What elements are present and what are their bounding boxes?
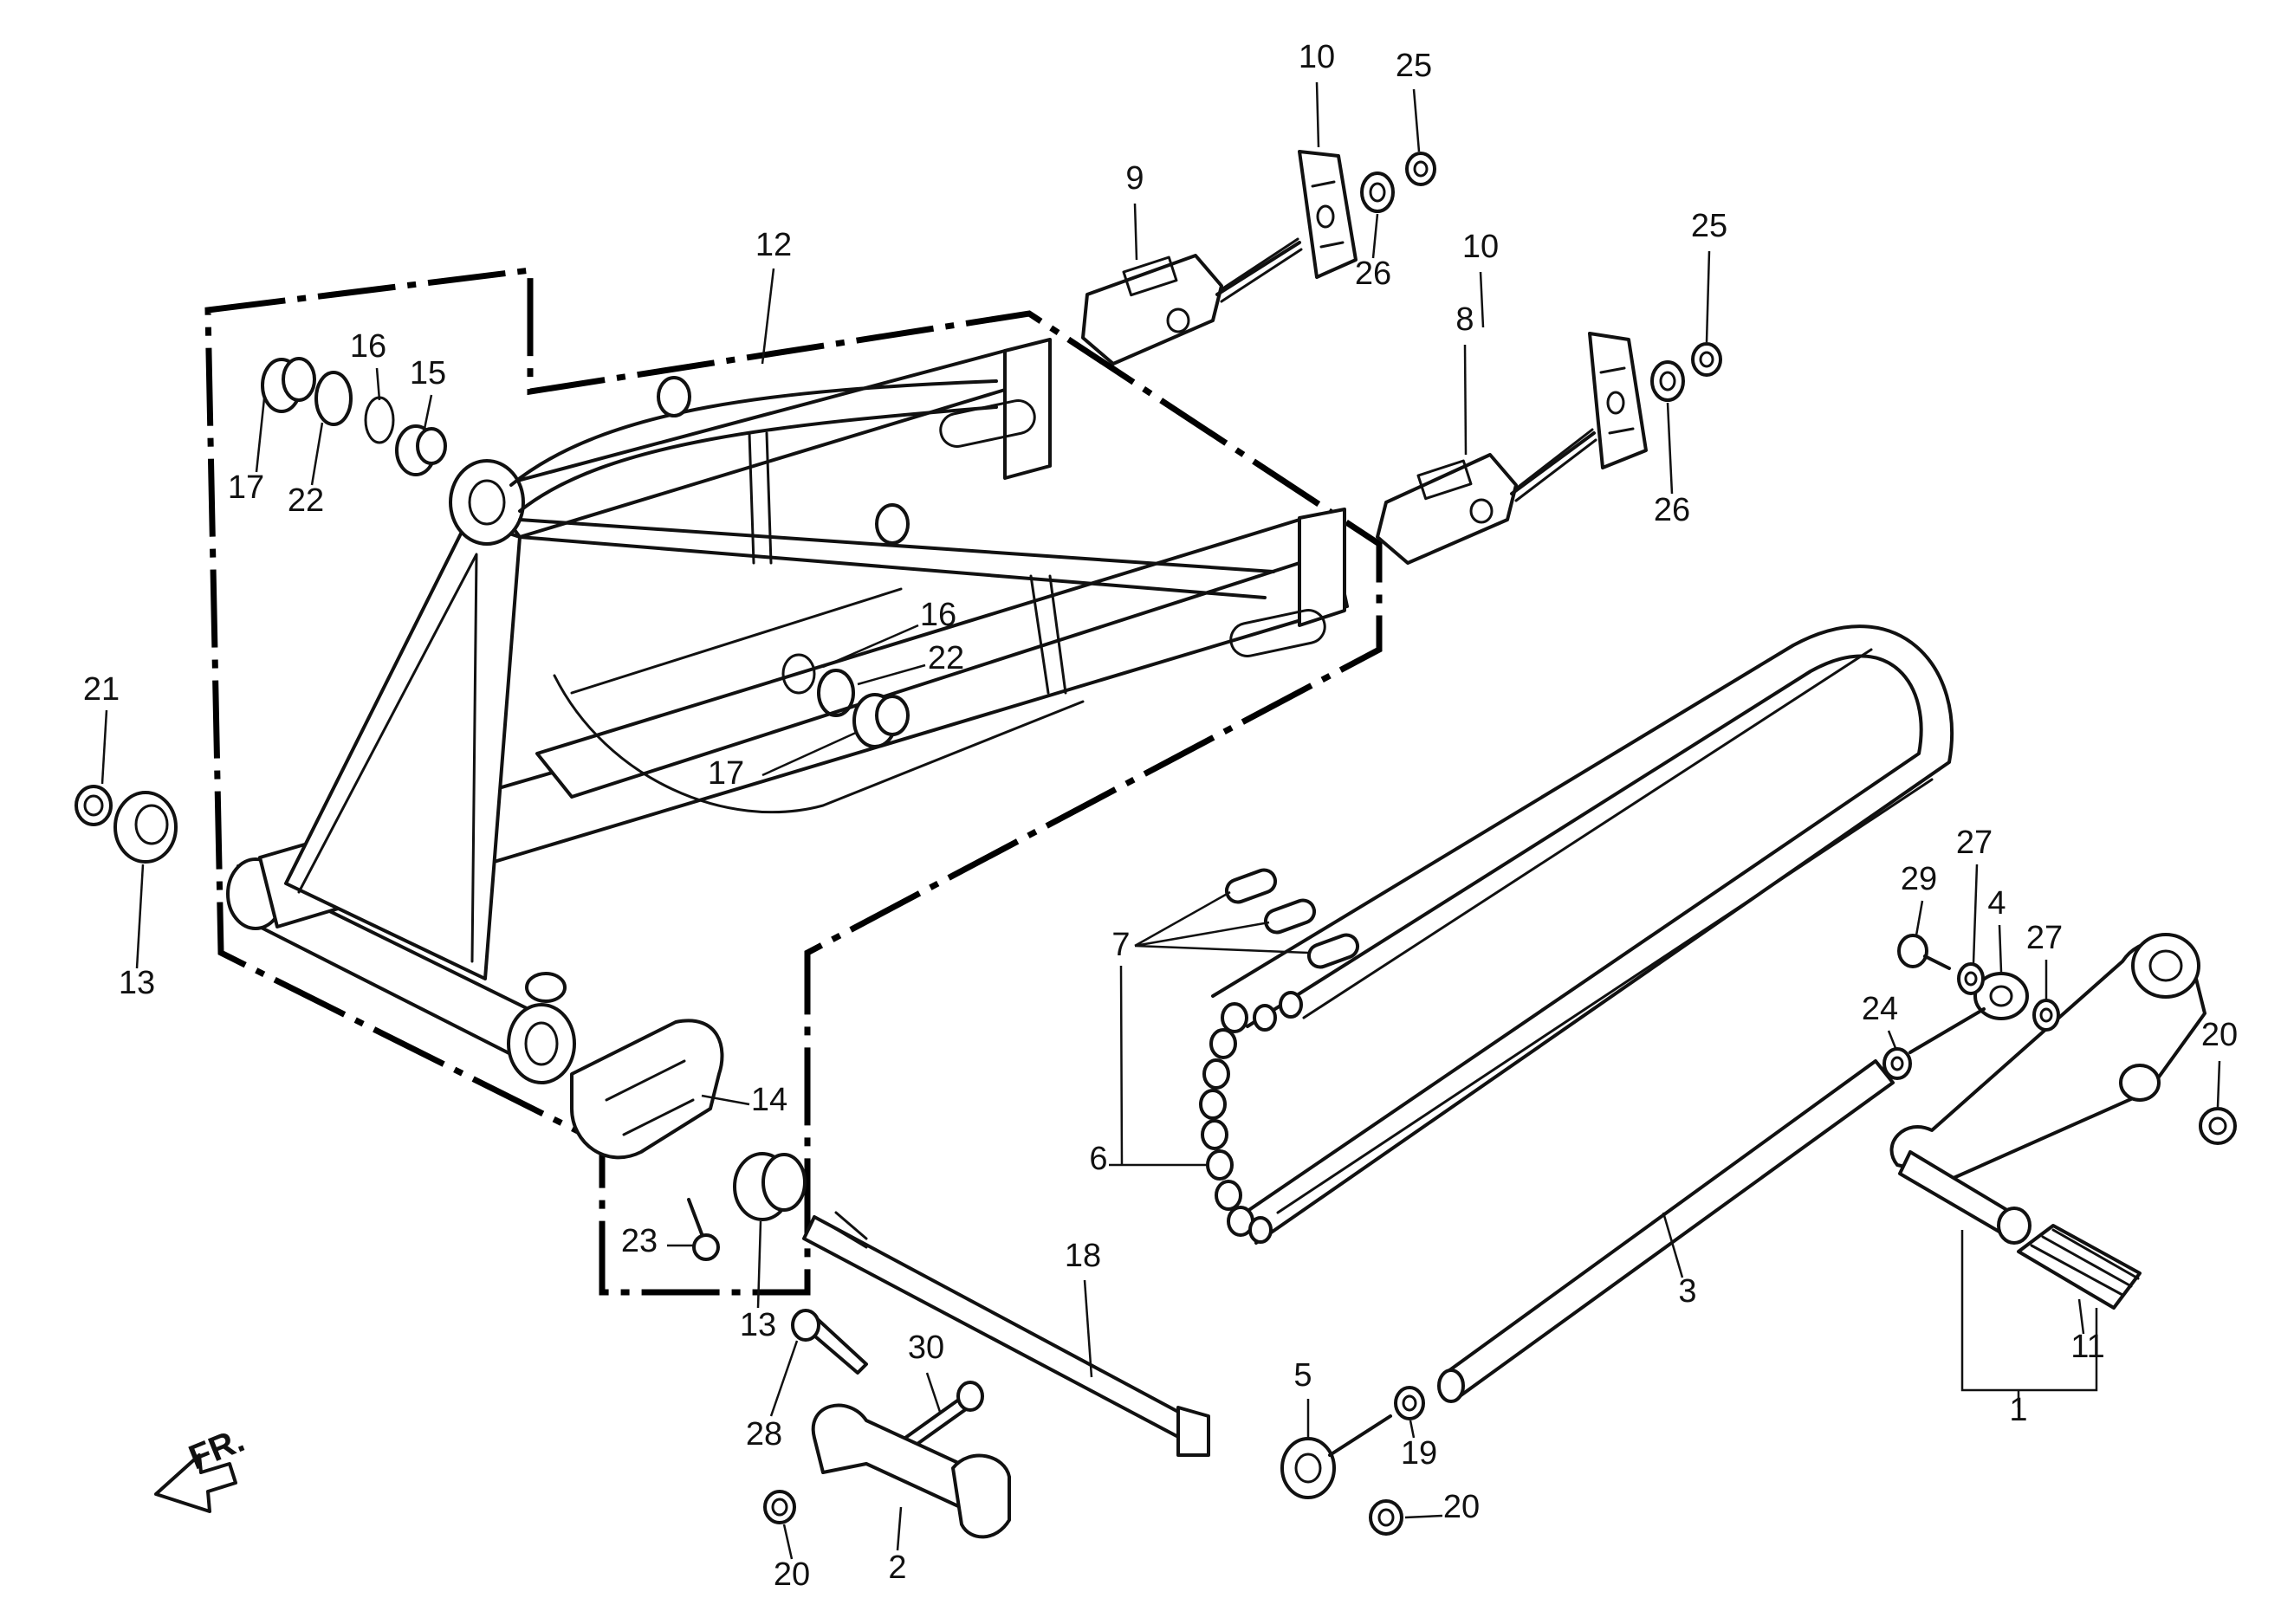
washer-27-right [2032,999,2060,1032]
chain-rollers [1199,991,1303,1244]
callout-25: 25 [1396,48,1432,84]
washer-26-top [1360,171,1395,213]
callout-28: 28 [746,1416,782,1453]
cap-21 [75,785,113,826]
clevis-4 [1908,972,2029,1054]
bushing-17-mid [852,693,910,748]
callout-29: 29 [1901,861,1937,897]
nut-20-bottom [1369,1499,1403,1536]
callout-9: 9 [1125,160,1144,197]
nut-25-lower [1691,342,1722,377]
callout-21: 21 [83,671,120,708]
callout-7: 7 [1111,927,1130,963]
pivot-bolt-18 [802,1211,1210,1457]
chain-adjuster-8 [1376,428,1597,565]
pedal-rubber-11 [2017,1224,2142,1310]
brake-rod-3 [1437,1059,1895,1403]
callout-10: 10 [1299,39,1335,75]
screw-23 [687,1198,720,1261]
callout-2: 2 [888,1550,906,1586]
callout-27: 27 [2026,920,2063,956]
callout-16: 16 [350,328,386,365]
callout-26: 26 [1654,492,1690,528]
callout-5: 5 [1293,1357,1312,1394]
callout-22: 22 [928,640,964,676]
callout-20: 20 [774,1556,810,1593]
chain-slider-14 [570,1019,724,1160]
adjuster-plate-10-lower [1588,332,1648,469]
leader-lines [100,81,2221,1560]
callout-6: 6 [1089,1141,1107,1177]
callout-15: 15 [410,355,446,391]
nut-20-right [2199,1107,2237,1145]
callout-13: 13 [119,965,155,1001]
dust-seal-13-left [113,791,178,864]
callout-19: 19 [1401,1435,1437,1472]
callout-20: 20 [1443,1489,1480,1525]
adjuster-plate-10-top [1298,150,1358,279]
callout-17: 17 [228,469,264,506]
callout-24: 24 [1862,991,1898,1027]
callout-23: 23 [621,1223,658,1259]
callout-8: 8 [1455,301,1474,338]
washer-27-left [1957,962,1985,995]
callout-11: 11 [2070,1329,2104,1365]
washer-22-top [314,371,353,426]
nut-25-top [1405,152,1436,186]
callout-17: 17 [708,755,744,792]
bolt-29 [1897,934,1951,970]
bolt-28 [791,1309,868,1375]
washer-26-lower [1650,360,1685,402]
swingarm [226,338,1349,1084]
callout-27: 27 [1956,825,1993,861]
front-direction-arrow [154,1453,237,1513]
assembly-boundary [204,267,1383,1296]
nut-19 [1394,1386,1425,1420]
callout-13: 13 [740,1307,776,1343]
callout-14: 14 [751,1082,787,1118]
dust-seal-13-lower [733,1152,807,1221]
callout-30: 30 [908,1330,944,1366]
rod-end-5 [1280,1414,1392,1499]
callout-25: 25 [1691,208,1727,244]
brake-pedal-1 [1889,933,2206,1245]
stand-bracket-2 [811,1403,1011,1539]
callout-3: 3 [1678,1273,1696,1310]
circlip-16-top [364,396,395,444]
nut-20-left [763,1490,796,1524]
callout-1: 1 [2009,1392,2027,1428]
nut-24 [1882,1047,1912,1080]
bolt-30 [904,1381,984,1450]
callout-22: 22 [288,482,324,519]
callout-12: 12 [755,227,792,263]
callout-16: 16 [920,597,956,633]
callout-20: 20 [2201,1017,2238,1053]
bearing-15 [395,424,447,476]
washer-22-mid [817,669,855,717]
callout-18: 18 [1065,1238,1101,1274]
circlip-16-mid [781,653,816,695]
master-link-7 [1224,868,1360,969]
callout-4: 4 [1987,885,2006,922]
bushing-17-top [261,357,316,413]
callout-10: 10 [1462,229,1499,265]
drive-chain-6 [1199,624,1954,1245]
callout-26: 26 [1355,256,1391,292]
chain-adjuster-9 [1081,237,1303,366]
